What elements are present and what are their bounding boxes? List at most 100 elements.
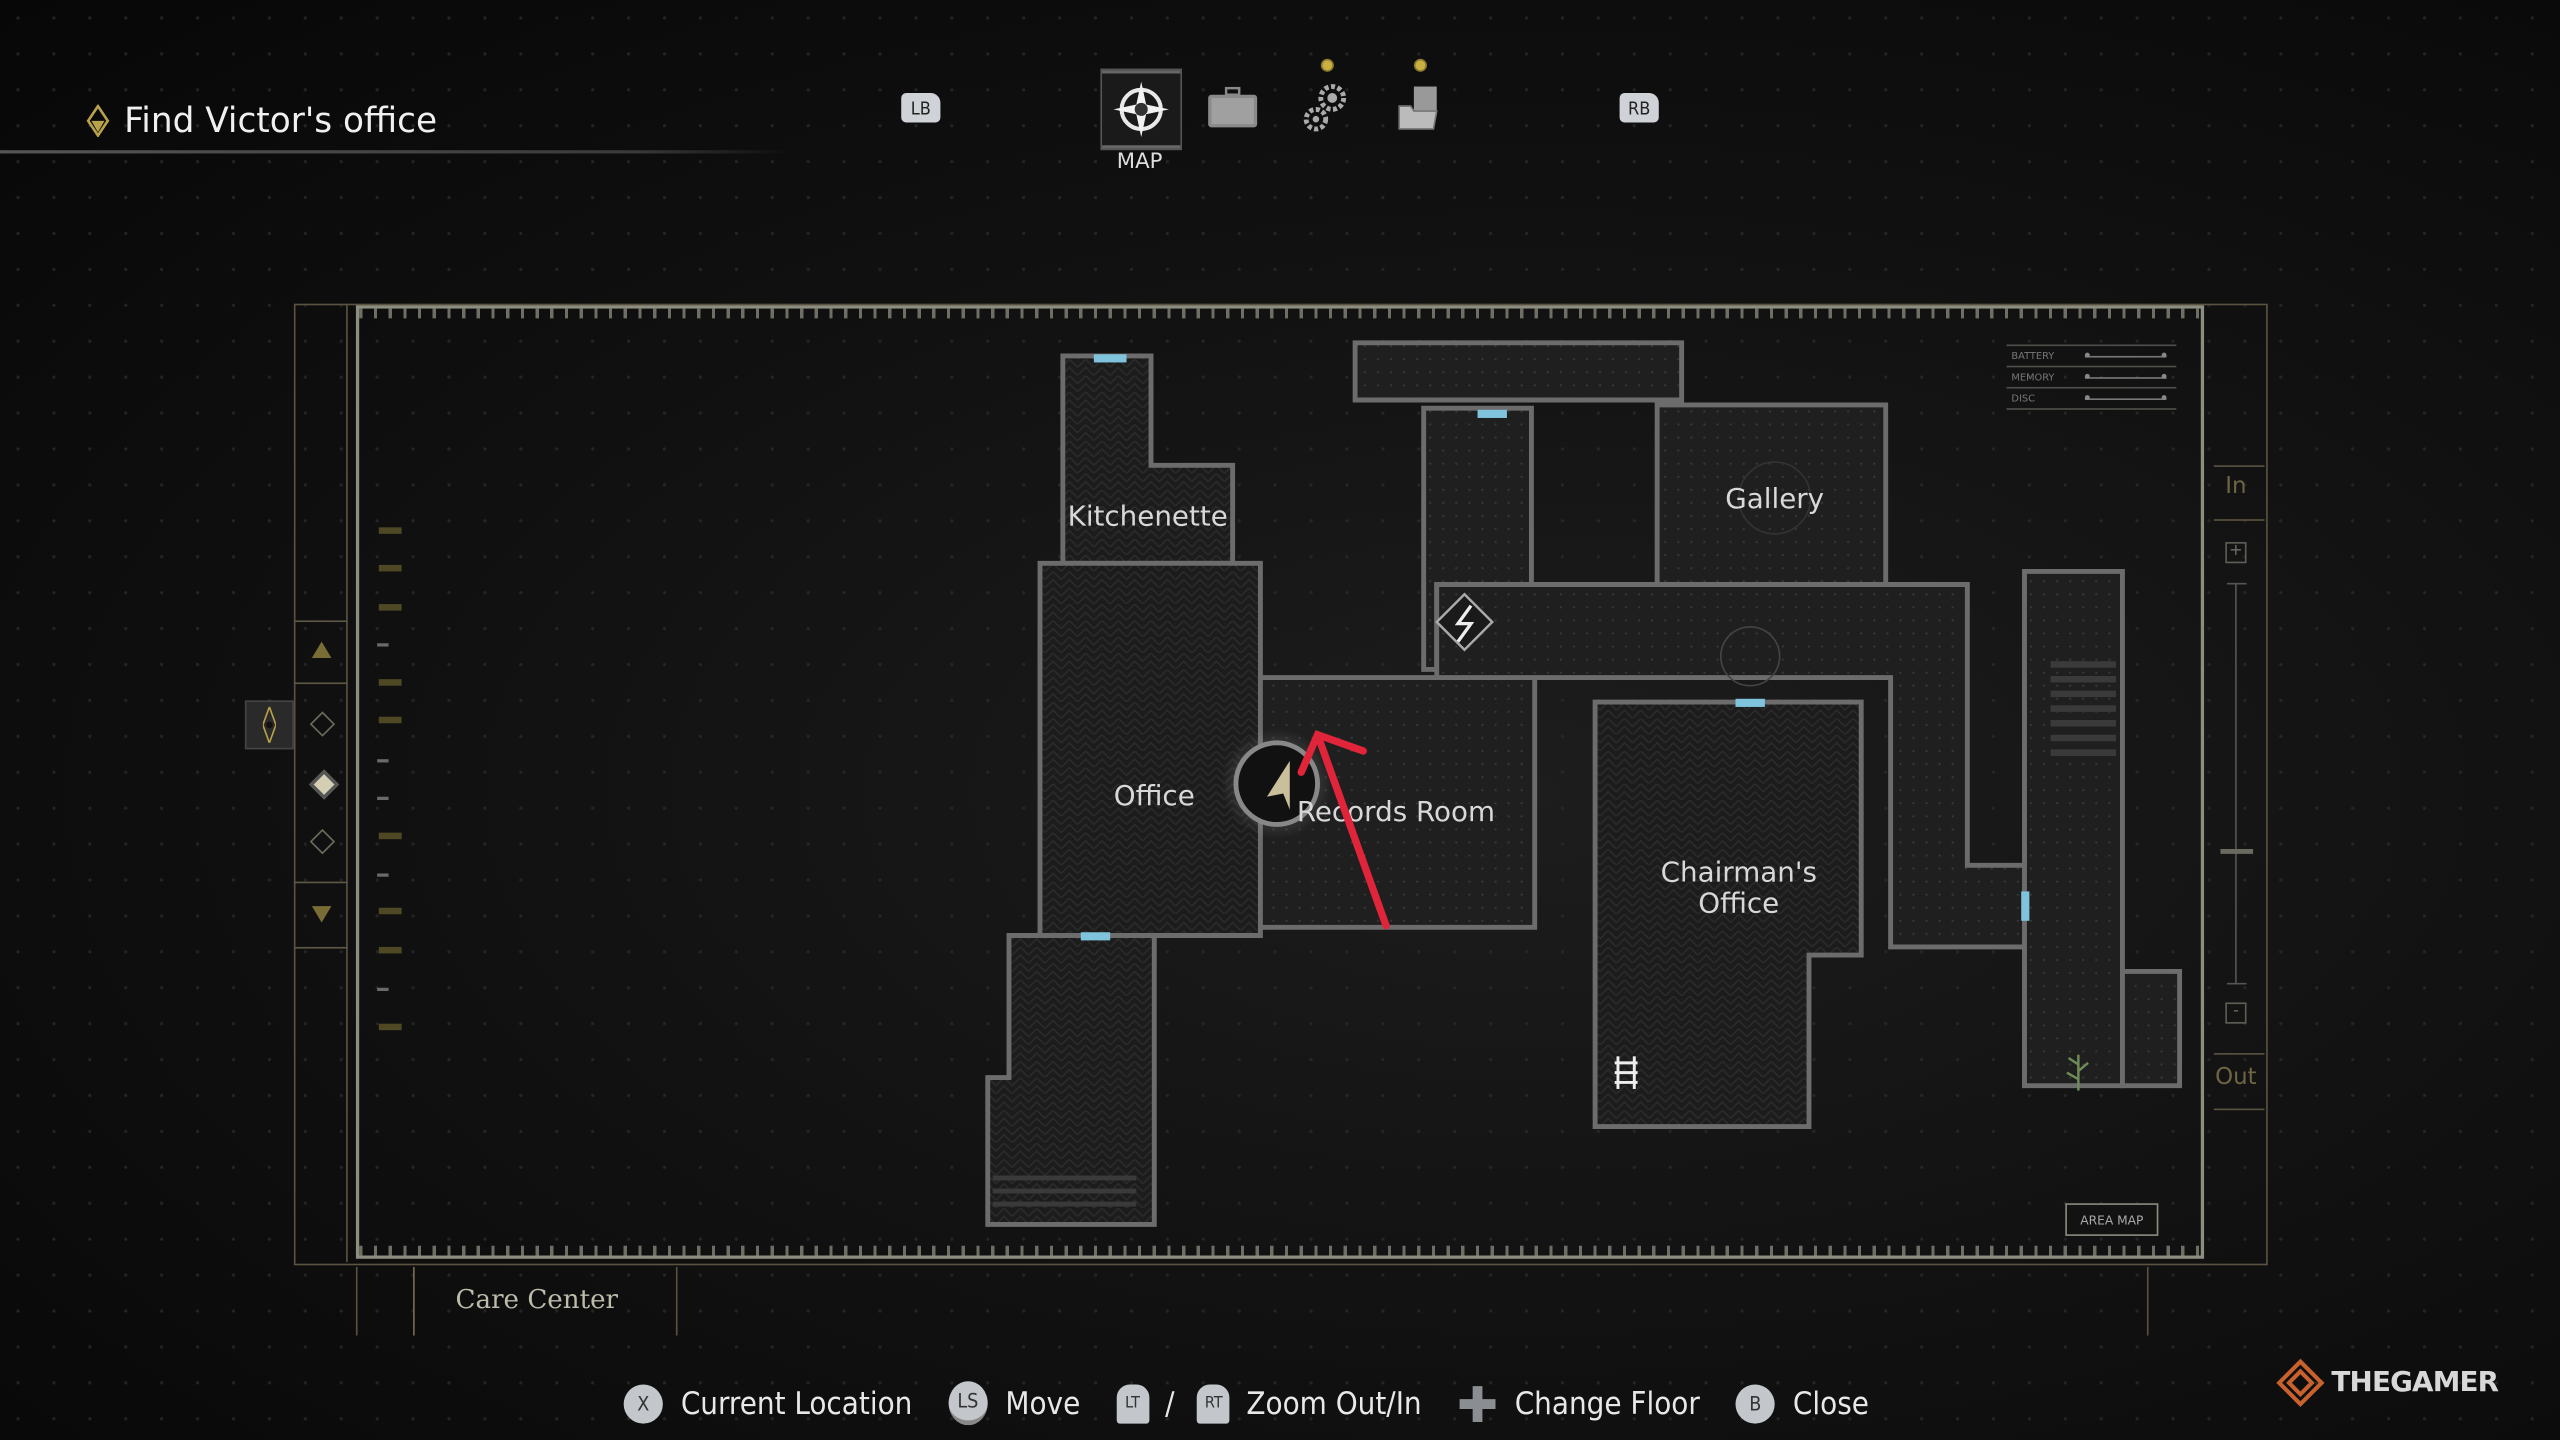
files-icon bbox=[1398, 86, 1438, 130]
room-east-stair[interactable] bbox=[2022, 568, 2125, 1089]
dpad-icon bbox=[1459, 1385, 1496, 1422]
zoom-divider bbox=[2213, 1108, 2265, 1111]
scale-tick bbox=[378, 832, 402, 840]
area-name: Care Center bbox=[455, 1283, 619, 1315]
separator: / bbox=[1165, 1385, 1175, 1422]
status-memory-label: MEMORY bbox=[2011, 371, 2055, 383]
map-outer-frame bbox=[293, 303, 2268, 1266]
divider bbox=[675, 1266, 678, 1336]
floor-divider bbox=[293, 946, 348, 949]
divider bbox=[2146, 1266, 2149, 1336]
b-button-icon: B bbox=[1735, 1383, 1775, 1423]
floor-divider bbox=[293, 682, 348, 685]
tab-map-label: MAP bbox=[1116, 150, 1163, 175]
bottom-ruler bbox=[359, 1245, 2201, 1256]
stairs bbox=[992, 661, 2116, 1207]
thegamer-logo-icon bbox=[2276, 1358, 2325, 1407]
objective: Find Victor's office bbox=[85, 101, 437, 140]
compass-rose-icon bbox=[1719, 626, 1781, 687]
tab-map[interactable] bbox=[1100, 68, 1183, 151]
zoom-track-cap bbox=[2226, 582, 2247, 585]
disc-bar bbox=[2084, 395, 2167, 400]
zoom-slider-handle[interactable] bbox=[2220, 849, 2254, 855]
scale-tick bbox=[378, 716, 402, 724]
map-viewport[interactable] bbox=[355, 305, 2205, 1259]
zoom-divider bbox=[2213, 465, 2265, 467]
objective-diamond-icon bbox=[86, 104, 110, 138]
current-location-prompt[interactable]: Current Location bbox=[680, 1385, 913, 1422]
scale-tick bbox=[378, 907, 402, 915]
battery-bar bbox=[2084, 352, 2167, 358]
status-disc-label: DISC bbox=[2011, 392, 2035, 405]
floor-divider bbox=[293, 620, 348, 623]
files-notification-dot bbox=[1413, 58, 1427, 72]
ls-stick-icon: LS bbox=[948, 1381, 988, 1426]
scale-tick bbox=[377, 643, 389, 647]
floor-column-edge bbox=[346, 303, 348, 1263]
floor-up-button[interactable] bbox=[311, 641, 332, 658]
room-top-middle[interactable] bbox=[1352, 340, 1685, 403]
top-ruler bbox=[359, 308, 2201, 319]
zoom-in-label: In bbox=[2225, 473, 2247, 500]
compass-icon bbox=[1113, 81, 1169, 138]
scale-tick bbox=[377, 987, 389, 992]
settings-notification-dot bbox=[1320, 58, 1334, 72]
zoom-divider bbox=[2213, 519, 2265, 521]
typewriter-save-icon[interactable] bbox=[1435, 592, 1494, 652]
room-southeast[interactable] bbox=[2119, 968, 2183, 1089]
floor-medallion bbox=[1737, 461, 1812, 535]
zoom-track-cap bbox=[2226, 982, 2247, 985]
room-lower-left[interactable] bbox=[985, 933, 1157, 1227]
lb-bumper-button[interactable]: LB bbox=[901, 93, 941, 123]
scale-tick bbox=[378, 527, 402, 534]
room-chairmans-office[interactable] bbox=[1592, 699, 1864, 1129]
tab-settings[interactable] bbox=[1300, 80, 1352, 136]
scale-tick bbox=[378, 564, 402, 572]
close-prompt[interactable]: Close bbox=[1792, 1385, 1869, 1422]
rt-trigger-icon: RT bbox=[1197, 1383, 1231, 1423]
divider bbox=[355, 1266, 358, 1336]
room-gallery[interactable] bbox=[1654, 402, 1889, 587]
current-floor-marker bbox=[244, 700, 294, 750]
scale-tick bbox=[377, 759, 389, 763]
divider bbox=[413, 1266, 415, 1336]
room-label-records-room: Records Room bbox=[1297, 795, 1495, 828]
objective-divider bbox=[0, 150, 792, 154]
objective-text: Find Victor's office bbox=[124, 101, 438, 141]
scale-tick bbox=[377, 873, 389, 877]
scale-tick bbox=[378, 1023, 402, 1031]
lt-trigger-icon: LT bbox=[1116, 1383, 1149, 1423]
tab-files[interactable] bbox=[1393, 80, 1445, 136]
control-prompts: X Current Location LS Move LT / RT Zoom … bbox=[623, 1381, 1869, 1426]
scale-tick bbox=[377, 796, 389, 800]
rb-bumper-button[interactable]: RB bbox=[1619, 93, 1659, 123]
tab-inventory[interactable] bbox=[1207, 85, 1259, 131]
zoom-slider-track[interactable] bbox=[2235, 582, 2237, 985]
zoom-divider bbox=[2213, 1053, 2265, 1055]
watermark-text: THEGAMER bbox=[2331, 1366, 2499, 1400]
room-label-office: Office bbox=[1114, 779, 1195, 812]
player-arrow-icon bbox=[1266, 760, 1290, 810]
room-office[interactable] bbox=[1037, 560, 1263, 938]
floor-down-button[interactable] bbox=[311, 906, 332, 923]
zoom-out-button[interactable]: - bbox=[2225, 1002, 2247, 1024]
room-corridor[interactable] bbox=[1434, 582, 2052, 950]
room-label-kitchenette: Kitchenette bbox=[1068, 500, 1228, 533]
ladder-icon bbox=[1614, 1056, 1638, 1089]
room-label-gallery: Gallery bbox=[1725, 482, 1824, 515]
move-prompt: Move bbox=[1005, 1385, 1081, 1422]
zoom-out-label: Out bbox=[2215, 1064, 2257, 1091]
scale-tick bbox=[378, 946, 402, 954]
thegamer-watermark: THEGAMER bbox=[2276, 1358, 2499, 1407]
zoom-in-button[interactable]: + bbox=[2225, 542, 2247, 564]
red-annotation-arrow bbox=[1297, 730, 1390, 930]
gears-icon bbox=[1303, 84, 1347, 132]
status-battery-label: BATTERY bbox=[2011, 350, 2055, 362]
change-floor-prompt: Change Floor bbox=[1514, 1385, 1700, 1422]
floor-divider bbox=[293, 881, 348, 884]
area-map-button[interactable]: AREA MAP bbox=[2065, 1203, 2159, 1236]
player-floor-icon bbox=[262, 706, 276, 743]
